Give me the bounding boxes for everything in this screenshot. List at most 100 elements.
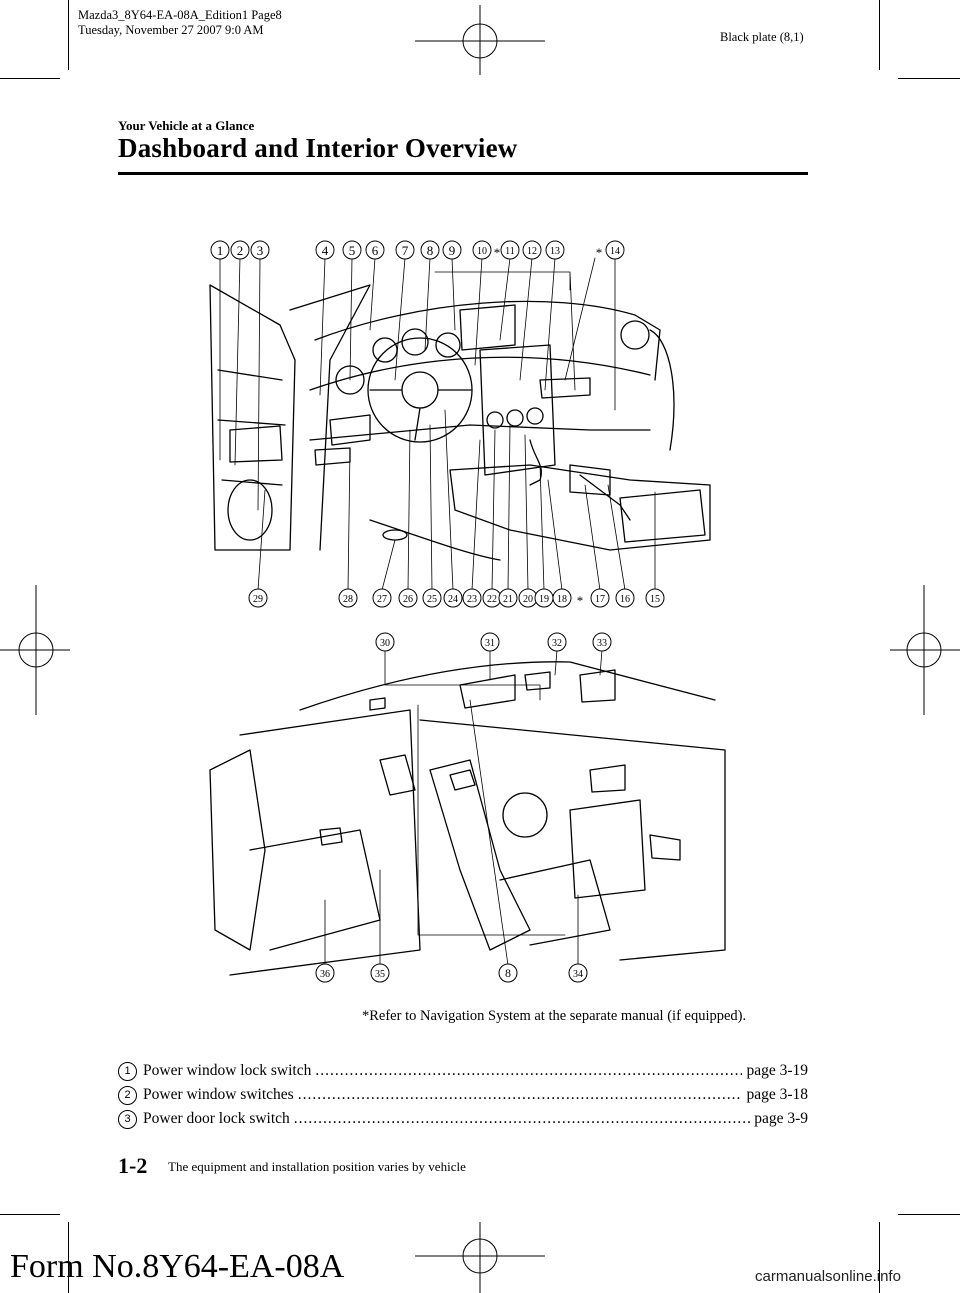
callout-6: 6 [365, 240, 385, 260]
crop-mark [0, 78, 60, 79]
callout-label: 10 [477, 246, 487, 257]
form-number: Form No.8Y64-EA-08A [10, 1248, 345, 1285]
callouts-cabin: 30 31 32 33 36 35 8 34 [315, 632, 612, 983]
callout-9: 9 [442, 240, 462, 260]
figure-footnote: *Refer to Navigation System at the separ… [362, 1008, 747, 1024]
callout-label: 17 [595, 594, 605, 605]
callout-5: 5 [342, 240, 362, 260]
callout-label: 36 [320, 969, 330, 980]
callout-label: 24 [448, 594, 458, 605]
watermark: carmanualsonline.info [755, 1268, 901, 1285]
callout-label: 1 [217, 243, 224, 258]
item-page-ref: page 3-19 [746, 1062, 808, 1079]
registration-mark-left [0, 585, 70, 715]
callout-label: 23 [467, 594, 477, 605]
door-panel [209, 284, 296, 551]
callout-12: 12 [522, 240, 542, 260]
callout-label: 2 [237, 243, 244, 258]
callout-label: 31 [485, 638, 495, 649]
callout-4: 4 [315, 240, 335, 260]
front-seat [429, 759, 531, 951]
nav-screen [459, 304, 516, 351]
crop-mark [68, 0, 69, 70]
list-item: 3 Power door lock switch ...............… [118, 1108, 808, 1130]
callout-label: 26 [403, 594, 413, 605]
callout-label: 18 [557, 594, 567, 605]
leader-dots: ........................................… [315, 1062, 742, 1079]
callout-label: 5 [349, 243, 356, 258]
page-title: Dashboard and Interior Overview [118, 133, 518, 163]
rear-seat [209, 749, 266, 951]
callout-10: 10 [472, 240, 492, 260]
leader-dots: ........................................… [293, 1110, 750, 1127]
item-number: 2 [118, 1085, 137, 1105]
callout-label: 35 [375, 969, 385, 980]
callout-label: 30 [380, 638, 390, 649]
print-line-2: Tuesday, November 27 2007 9:0 AM [78, 23, 264, 37]
crop-mark [879, 1222, 880, 1293]
asterisk-label: * [577, 593, 584, 608]
asterisk-label: * [494, 245, 501, 260]
registration-mark-top [415, 5, 545, 75]
item-label: Power window switches [143, 1086, 294, 1103]
callout-label: 8 [505, 966, 511, 980]
plate-label: Black plate (8,1) [720, 30, 804, 44]
a-pillar [289, 284, 371, 551]
print-line-1: Mazda3_8Y64-EA-08A_Edition1 Page8 [78, 8, 282, 22]
callout-3: 3 [250, 240, 270, 260]
callout-11: 11 [500, 240, 520, 260]
callout-label: 6 [372, 243, 379, 258]
crop-mark [898, 1214, 960, 1215]
callout-8: 8 [420, 240, 440, 260]
dash-top [314, 300, 661, 381]
callout-2: 2 [230, 240, 250, 260]
leader-dots: ........................................… [297, 1086, 743, 1103]
callout-label: 12 [527, 246, 537, 257]
callout-label: 25 [427, 594, 437, 605]
callout-label: 4 [322, 243, 329, 258]
callout-13: 13 [545, 240, 565, 260]
callout-label: 15 [650, 594, 660, 605]
callout-label: 14 [610, 246, 620, 257]
list-item: 2 Power window switches ................… [118, 1084, 808, 1106]
asterisk-label: * [596, 245, 603, 260]
page-number: 1-2 [118, 1153, 148, 1178]
item-number: 3 [118, 1109, 137, 1129]
callout-label: 11 [505, 246, 515, 257]
item-number: 1 [118, 1061, 137, 1081]
callout-label: 7 [402, 243, 409, 258]
callout-label: 32 [552, 638, 562, 649]
callout-label: 16 [620, 594, 630, 605]
crop-mark [879, 0, 880, 70]
callouts-bottom: 29 28 27 26 25 24 23 22 21 20 19 18 * 17… [248, 588, 665, 608]
callout-1: 1 [210, 240, 230, 260]
callout-label: 9 [449, 243, 456, 258]
list-item: 1 Power window lock switch .............… [118, 1060, 808, 1082]
item-label: Power door lock switch [143, 1110, 290, 1127]
registration-mark-bottom [415, 1222, 545, 1293]
callout-label: 22 [487, 594, 497, 605]
callout-label: 29 [253, 594, 263, 605]
roof-line [299, 661, 716, 711]
crop-mark [0, 1214, 60, 1215]
crop-mark [68, 1222, 69, 1293]
footer-note: The equipment and installation position … [168, 1159, 466, 1174]
print-info: Mazda3_8Y64-EA-08A_Edition1 Page8 Tuesda… [78, 8, 282, 38]
callout-label: 21 [503, 594, 513, 605]
callout-label: 27 [377, 594, 387, 605]
interior-illustration: 1 2 3 4 5 6 7 8 9 10 * 11 12 13 * 14 29 … [209, 240, 726, 983]
item-page-ref: page 3-9 [754, 1110, 808, 1127]
center-console [449, 464, 711, 551]
callout-14: 14 [605, 240, 625, 260]
callout-label: 3 [257, 243, 264, 258]
item-page-ref: page 3-18 [746, 1086, 808, 1103]
callout-label: 28 [343, 594, 353, 605]
item-label: Power window lock switch [143, 1062, 312, 1079]
title-rule [118, 172, 808, 175]
registration-mark-right [890, 585, 960, 715]
callout-label: 19 [539, 594, 549, 605]
callout-label: 20 [523, 594, 533, 605]
callout-label: 33 [597, 638, 607, 649]
callout-label: 34 [573, 969, 583, 980]
section-label: Your Vehicle at a Glance [118, 118, 255, 133]
